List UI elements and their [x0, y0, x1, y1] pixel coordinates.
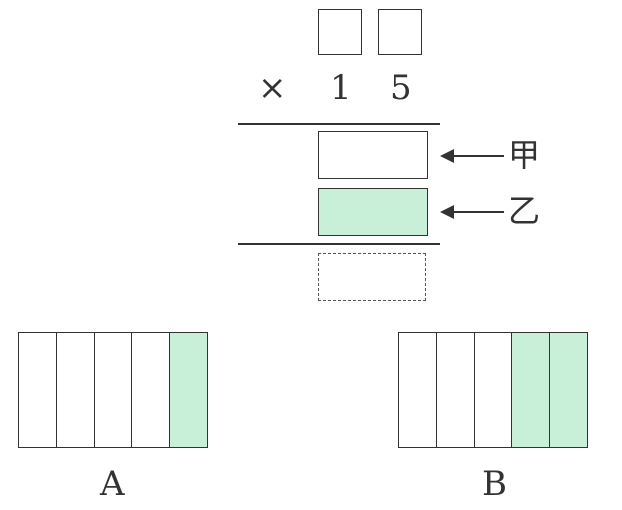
figure-b-column	[475, 333, 513, 447]
multiply-sign: ×	[258, 68, 287, 108]
bottom-rule-line	[238, 243, 440, 245]
partial-product-box-yi	[318, 188, 428, 236]
figure-b-column	[437, 333, 475, 447]
unknown-digit-box-tens	[318, 9, 362, 55]
figure-a-column	[57, 333, 95, 447]
arrow-to-jia-icon	[440, 149, 504, 163]
figure-b-column	[399, 333, 437, 447]
figure-a-column	[19, 333, 57, 447]
figure-a-column	[132, 333, 171, 447]
multiplier-digit-ones: 5	[390, 68, 412, 108]
figure-a-label: A	[100, 464, 125, 504]
figure-b-label: B	[482, 464, 507, 504]
figure-a-grid	[18, 332, 208, 448]
partial-product-label-yi: 乙	[508, 192, 541, 230]
figure-a-column-shaded	[170, 333, 207, 447]
arrow-to-yi-icon	[440, 205, 504, 219]
figure-b-grid	[398, 332, 588, 448]
figure-b-column-shaded	[550, 333, 587, 447]
top-rule-line	[238, 123, 440, 125]
figure-b-column-shaded	[512, 333, 551, 447]
unknown-digit-box-ones	[378, 9, 422, 55]
result-dashed-box	[318, 253, 426, 301]
partial-product-box-jia	[318, 131, 428, 179]
partial-product-label-jia: 甲	[508, 136, 541, 174]
multiplier-digit-tens: 1	[330, 68, 352, 108]
figure-a-column	[95, 333, 133, 447]
